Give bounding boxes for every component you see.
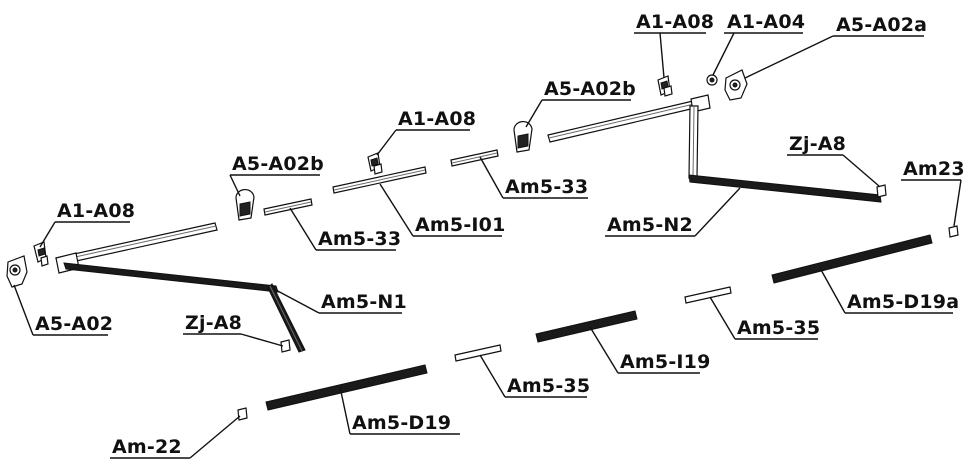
label-a5-a02b-left: A5-A02b <box>232 153 324 175</box>
label-a1-a08-mid: A1-A08 <box>398 108 476 130</box>
part-a1-a08-left <box>33 241 49 267</box>
label-am5-n2: Am5-N2 <box>607 214 693 236</box>
label-a1-a08-left: A1-A08 <box>57 200 135 222</box>
label-am23: Am23 <box>903 158 965 180</box>
label-a1-a08-top: A1-A08 <box>636 11 714 33</box>
part-am5-35-left <box>454 344 502 362</box>
part-a5-a02 <box>6 255 28 288</box>
part-am23 <box>948 225 959 238</box>
label-a5-a02: A5-A02 <box>35 313 113 335</box>
part-a1-a04 <box>706 74 718 86</box>
label-am5-n1: Am5-N1 <box>321 291 407 313</box>
part-am5-n1 <box>55 222 306 353</box>
label-am5-d19: Am5-D19 <box>352 412 451 434</box>
part-am5-n2 <box>547 94 882 203</box>
part-zj-a8-left <box>280 339 291 353</box>
part-a5-a02b-right <box>513 121 533 153</box>
label-am5-d19a: Am5-D19a <box>847 291 959 313</box>
part-am5-33-left <box>263 198 313 216</box>
part-am-22 <box>237 407 248 421</box>
label-am5-35-left: Am5-35 <box>507 375 590 397</box>
label-am-22: Am-22 <box>112 436 182 458</box>
label-zj-a8-left: Zj-A8 <box>185 312 242 334</box>
label-a5-a02b-right: A5-A02b <box>544 78 636 100</box>
label-a5-a02a: A5-A02a <box>836 14 927 36</box>
part-am5-35-right <box>684 286 732 304</box>
part-am5-33-right <box>450 149 499 167</box>
label-am5-i01: Am5-I01 <box>415 214 506 236</box>
part-a1-a08-top <box>657 75 673 97</box>
label-am5-35-right: Am5-35 <box>737 317 820 339</box>
part-am5-d19 <box>265 364 428 411</box>
label-am5-33-left: Am5-33 <box>318 228 401 250</box>
part-am5-i19 <box>535 310 638 343</box>
label-a1-a04: A1-A04 <box>727 11 805 33</box>
part-am5-d19a <box>771 234 933 284</box>
part-am5-i01 <box>332 166 427 194</box>
label-zj-a8-right: Zj-A8 <box>789 133 846 155</box>
label-am5-i19: Am5-I19 <box>620 351 711 373</box>
part-a5-a02b-left <box>235 189 255 221</box>
label-am5-33-right: Am5-33 <box>505 176 588 198</box>
part-a5-a02a <box>724 69 748 101</box>
leader-lines <box>13 32 962 459</box>
part-zj-a8-right <box>876 184 887 198</box>
part-a1-a08-mid <box>367 152 383 175</box>
